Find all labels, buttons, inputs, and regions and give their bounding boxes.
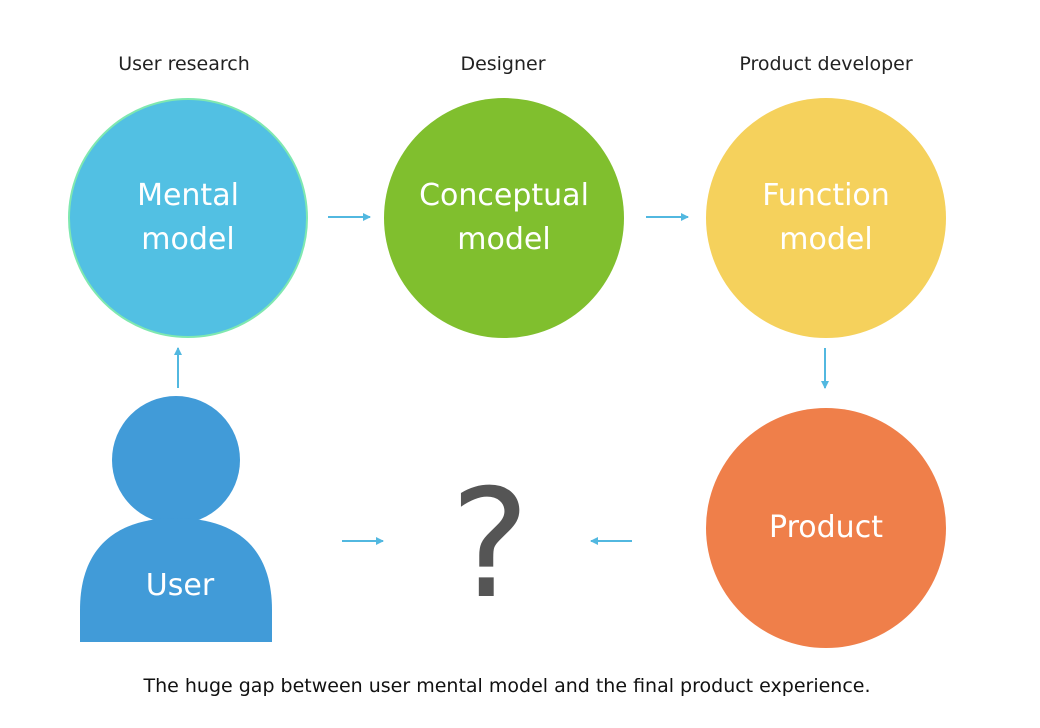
user-label: User [145,568,215,603]
role-label-user-research: User research [118,53,250,75]
conceptual-model-label: Conceptual model [419,178,589,257]
mental-model-label: Mental model [137,178,239,257]
role-label-product-developer: Product developer [739,53,913,75]
product-node: Product [706,408,946,648]
diagram-caption: The huge gap between user mental model a… [143,675,871,697]
function-model-label: Function model [762,178,890,257]
mental-model-node: Mental model [68,98,308,338]
role-label-designer: Designer [460,53,546,75]
unknown-gap-mark: ? [450,458,530,632]
conceptual-model-node: Conceptual model [384,98,624,338]
function-model-node: Function model [706,98,946,338]
product-label: Product [769,510,883,545]
